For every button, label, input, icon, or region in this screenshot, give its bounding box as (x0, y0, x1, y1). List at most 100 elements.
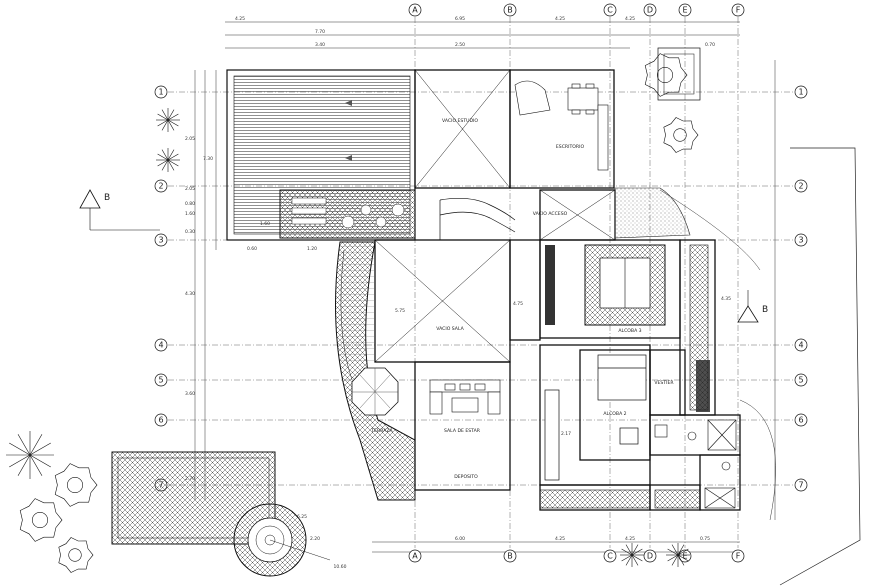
tree-symbol (54, 463, 98, 507)
closet-strip (689, 244, 710, 412)
section-marker-left: B (79, 189, 160, 231)
grid-column-bubble-bottom-label: B (507, 552, 513, 561)
dim-left: 2.05 (185, 136, 195, 142)
grid-row-bubble-right-label: 4 (798, 341, 803, 350)
living-furniture (429, 379, 501, 415)
grid-row-bubble-right-label: 1 (798, 88, 803, 97)
bedroom-2-bed (544, 354, 647, 481)
grid-column-bubble-top-label: C (607, 6, 613, 15)
dim-top-total: 3.40 (315, 42, 325, 48)
dim-inner: 1.60 (260, 221, 270, 227)
grid-row-bubble-right-label: 7 (798, 481, 803, 490)
grid-row-bubble-left-label: 2 (158, 182, 163, 191)
tree-symbol (663, 117, 699, 153)
dim-top: 6.95 (455, 16, 465, 22)
grid-column-bubble-bottom: B (503, 549, 517, 563)
grid-row-bubble-right-label: 5 (798, 376, 803, 385)
bottom-terrace-strip-right (654, 489, 701, 509)
dim-circle: 2.20 (310, 536, 320, 542)
dim-top: 0.70 (705, 42, 715, 48)
section-marker-right: B (737, 290, 768, 323)
dimension-lines (194, 21, 776, 553)
dim-bottom: 4.25 (555, 536, 565, 542)
planter-box (657, 47, 701, 101)
dim-inner: 4.35 (721, 296, 731, 302)
dim-inner: 4.75 (513, 301, 523, 307)
grid-column-bubble-top-label: E (682, 6, 687, 15)
grid-column-bubble-bottom-label: C (607, 552, 613, 561)
dim-inner: 2.17 (561, 431, 571, 437)
dim-top: 4.25 (235, 16, 245, 22)
grid-row-bubble-left: 3 (154, 233, 168, 247)
grid-column-bubble-top-label: F (736, 6, 741, 15)
dim-inner: 5.75 (395, 308, 405, 314)
grid-row-bubble-right: 7 (794, 478, 808, 492)
section-marker-label: B (762, 305, 768, 315)
dim-bottom: 4.25 (625, 536, 635, 542)
grid-row-bubble-right: 3 (794, 233, 808, 247)
grid-row-bubble-right-label: 3 (798, 236, 803, 245)
dim-top-total: 7.70 (315, 29, 325, 35)
study-furniture (514, 80, 609, 171)
grid-row-bubble-left: 2 (154, 179, 168, 193)
dim-top: 4.25 (625, 16, 635, 22)
grid-column-bubble-bottom-label: F (736, 552, 741, 561)
grid-row-bubble-right: 5 (794, 373, 808, 387)
dim-left: 3.60 (185, 391, 195, 397)
grid-column-bubble-bottom-label: E (682, 552, 687, 561)
grid-row-bubble-right: 4 (794, 338, 808, 352)
landscape-trees (6, 53, 699, 573)
dim-left: 0.30 (185, 229, 195, 235)
grid-column-bubble-top: B (503, 3, 517, 17)
grid-column-bubble-top: A (408, 3, 422, 17)
lot-boundary (779, 147, 861, 586)
dim-left-total: 7.30 (203, 156, 213, 162)
dim-left: 4.30 (185, 291, 195, 297)
curved-terrace (335, 241, 416, 501)
room-label-terraza: TERRAZA (370, 428, 393, 434)
room-label-vacio-acceso: VACIO ACCESO (533, 211, 568, 217)
grid-row-bubble-left: 1 (154, 85, 168, 99)
tree-symbol (156, 108, 180, 132)
dim-inner: 0.60 (247, 246, 257, 252)
grid-row-bubble-right-label: 2 (798, 182, 803, 191)
room-label-vacio-estudio: VACIO ESTUDIO (442, 118, 478, 124)
grid-column-bubble-top-label: A (412, 6, 418, 15)
grid-column-bubble-top-label: B (507, 6, 513, 15)
room-label-vestier: VESTIER (654, 380, 674, 386)
room-label-escritorio: ESCRITORIO (556, 144, 585, 150)
grid-row-bubble-left-label: 1 (158, 88, 163, 97)
grid-row-bubble-left: 6 (154, 413, 168, 427)
grid-column-bubble-bottom-label: D (647, 552, 653, 561)
grid-row-bubble-right: 1 (794, 85, 808, 99)
grid-row-bubble-left: 4 (154, 338, 168, 352)
grid-column-bubble-bottom: D (643, 549, 657, 563)
grid-row-bubble-left-label: 6 (158, 416, 163, 425)
room-label-sala-de-estar: SALA DE ESTAR (444, 428, 481, 434)
tree-symbol (666, 543, 690, 567)
building-walls (374, 69, 741, 511)
tree-symbol (58, 537, 94, 573)
dim-left: 2.05 (185, 186, 195, 192)
grid-column-bubble-top: C (603, 3, 617, 17)
grid-column-bubble-top: D (643, 3, 657, 17)
central-stair (439, 198, 516, 240)
room-label-vacio-sala: VACIO SALA (436, 326, 464, 332)
tree-symbol (620, 543, 644, 567)
room-label-deposito: DEPOSITO (454, 474, 478, 480)
grid-column-bubble-top: E (678, 3, 692, 17)
tree-symbol (6, 431, 54, 479)
grid-column-bubble-bottom: F (731, 549, 745, 563)
dim-bottom: 6.00 (455, 536, 465, 542)
grid-column-bubble-top-label: D (647, 6, 653, 15)
section-marker-label: B (104, 193, 110, 203)
grid-row-bubble-right: 6 (794, 413, 808, 427)
grid-row-bubble-right: 2 (794, 179, 808, 193)
dim-top-total: 2.50 (455, 42, 465, 48)
grid-column-bubble-bottom: C (603, 549, 617, 563)
room-labels: VACIO ESTUDIO VACIO SALA VACIO ACCESO AL… (370, 118, 674, 480)
tree-symbol (156, 148, 180, 172)
dim-left: 2.70 (185, 476, 195, 482)
dim-inner: 1.20 (307, 246, 317, 252)
